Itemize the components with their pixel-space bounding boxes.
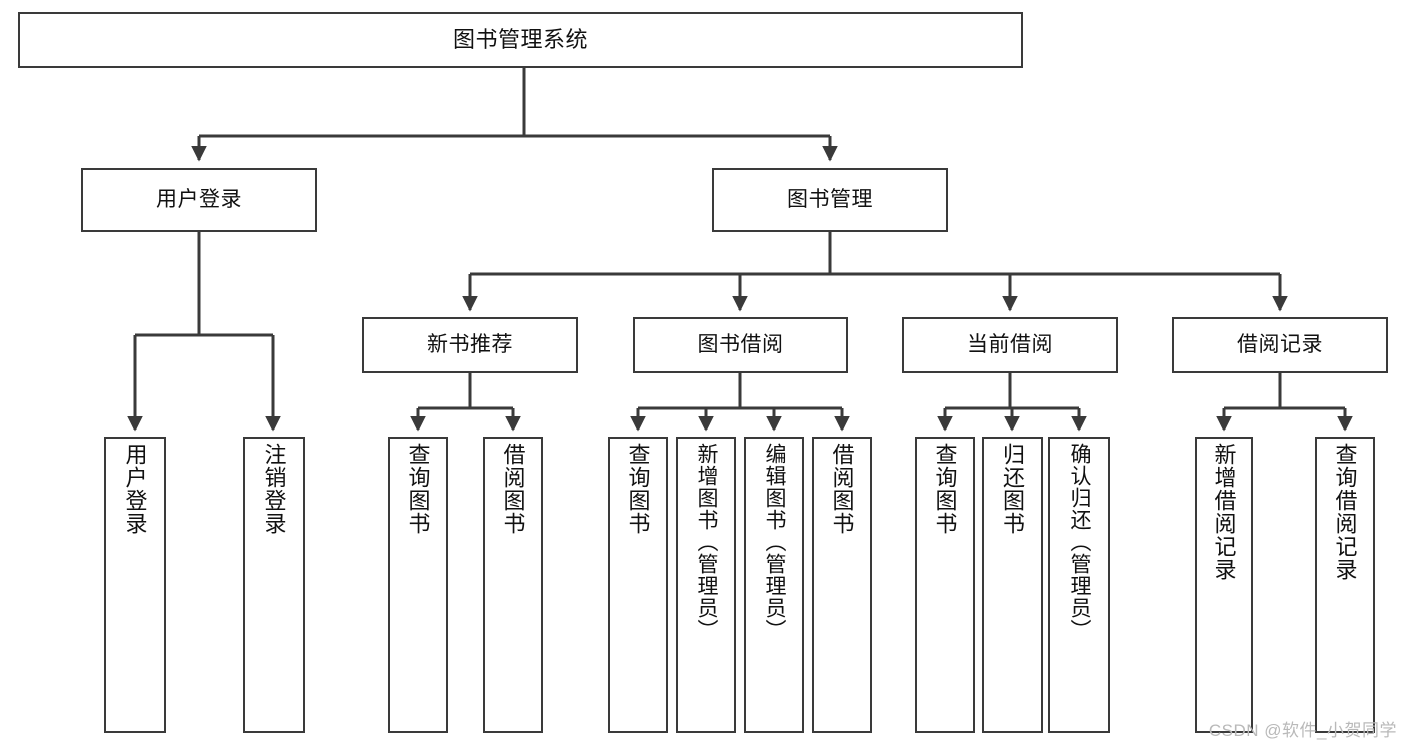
leaf-query-borrow-record-label: 查询借阅记录 (1332, 443, 1358, 581)
leaf-add-borrow-record[interactable]: 新增借阅记录 (1195, 437, 1253, 733)
leaf-query-book-borrow[interactable]: 查询图书 (608, 437, 668, 733)
leaf-query-borrow-record[interactable]: 查询借阅记录 (1315, 437, 1375, 733)
node-new-book-recommend[interactable]: 新书推荐 (362, 317, 578, 373)
node-new-book-recommend-label: 新书推荐 (427, 332, 513, 356)
leaf-query-book-current[interactable]: 查询图书 (915, 437, 975, 733)
watermark: CSDN @软件_小贺同学 (1208, 721, 1397, 740)
leaf-edit-book-admin[interactable]: 编辑图书（管理员） (744, 437, 804, 733)
leaf-add-borrow-record-label: 新增借阅记录 (1211, 443, 1237, 581)
leaf-return-book-label: 归还图书 (1000, 443, 1026, 535)
leaf-add-book-admin[interactable]: 新增图书（管理员） (676, 437, 736, 733)
leaf-borrow-book-recommend[interactable]: 借阅图书 (483, 437, 543, 733)
node-book-management[interactable]: 图书管理 (712, 168, 948, 232)
node-current-borrow-label: 当前借阅 (967, 332, 1053, 356)
leaf-return-book[interactable]: 归还图书 (982, 437, 1043, 733)
leaf-confirm-return-admin[interactable]: 确认归还（管理员） (1048, 437, 1110, 733)
node-book-borrow[interactable]: 图书借阅 (633, 317, 848, 373)
leaf-query-book-recommend-label: 查询图书 (405, 443, 431, 535)
leaf-query-book-borrow-label: 查询图书 (625, 443, 651, 535)
leaf-borrow-book-label: 借阅图书 (829, 443, 855, 535)
leaf-query-book-recommend[interactable]: 查询图书 (388, 437, 448, 733)
leaf-borrow-book[interactable]: 借阅图书 (812, 437, 872, 733)
leaf-edit-book-admin-label: 编辑图书（管理员） (763, 443, 787, 641)
node-book-management-label: 图书管理 (787, 187, 873, 211)
node-root[interactable]: 图书管理系统 (18, 12, 1023, 68)
node-current-borrow[interactable]: 当前借阅 (902, 317, 1118, 373)
node-book-borrow-label: 图书借阅 (697, 332, 784, 356)
leaf-user-logout-label: 注销登录 (261, 443, 287, 535)
leaf-add-book-admin-label: 新增图书（管理员） (695, 443, 719, 641)
leaf-user-login[interactable]: 用户登录 (104, 437, 166, 733)
leaf-query-book-current-label: 查询图书 (932, 443, 958, 535)
leaf-borrow-book-recommend-label: 借阅图书 (500, 443, 526, 535)
leaf-user-login-label: 用户登录 (122, 443, 148, 535)
node-user-login-label: 用户登录 (156, 187, 242, 211)
leaf-confirm-return-admin-label: 确认归还（管理员） (1068, 443, 1092, 641)
node-user-login[interactable]: 用户登录 (81, 168, 317, 232)
node-borrow-record[interactable]: 借阅记录 (1172, 317, 1388, 373)
leaf-user-logout[interactable]: 注销登录 (243, 437, 305, 733)
node-borrow-record-label: 借阅记录 (1237, 332, 1323, 356)
node-root-label: 图书管理系统 (452, 27, 588, 53)
